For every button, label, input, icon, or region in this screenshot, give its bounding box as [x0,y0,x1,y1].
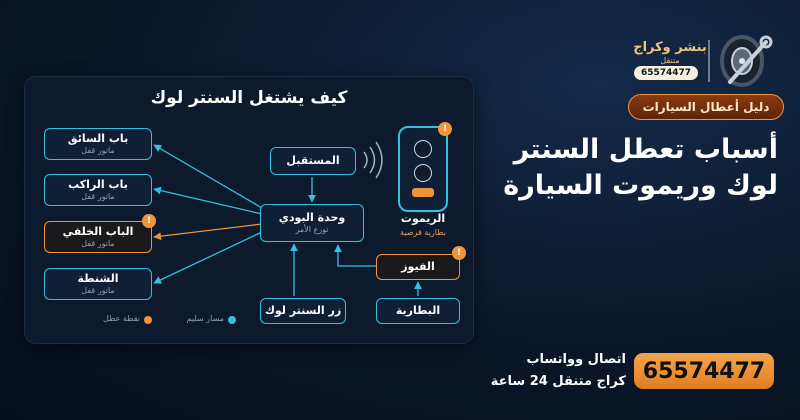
arrow-fuse-to-body [334,244,376,267]
signal-wave-1 [363,151,368,169]
node-passenger-door-sub: ماتور قفل [81,191,115,201]
remote-button-icon [414,164,432,182]
node-trunk: الشنطة ماتور قفل [44,268,152,300]
node-body-unit-label: وحدة البودي [278,211,346,225]
legend-ok-dot [228,316,236,324]
node-trunk-label: الشنطة [77,272,119,286]
signal-wave-2 [369,146,376,174]
node-trunk-sub: ماتور قفل [81,285,115,295]
remote-sub: بطارية قرصية [400,228,446,237]
node-rear-door-sub: ماتور قفل [81,238,115,248]
remote-label: الريموت [400,212,446,225]
node-rear-door-label: الباب الخلفي [62,225,134,239]
remote-battery-slot [412,188,434,197]
diagram-title: كيف يشتغل السنتر لوك [150,88,348,108]
node-center-lock-button: زر السنتر لوك [260,298,346,324]
node-body-unit-sub: توزع الأمر [295,224,329,234]
fault-badge-rear-door: ! [142,214,156,228]
tire-wrench-icon [720,35,773,87]
node-battery-label: البطارية [395,304,441,318]
node-battery: البطارية [376,298,460,324]
fault-badge-remote: ! [438,122,452,136]
node-body-unit: وحدة البودي توزع الأمر [260,204,364,242]
legend-ok-label: مسار سليم [186,314,224,323]
arrow-body-to-trunk [153,231,263,284]
node-passenger-door: باب الراكب ماتور قفل [44,174,152,206]
node-driver-door-label: باب السائق [67,132,129,146]
node-driver-door-sub: ماتور قفل [81,145,115,155]
node-fuse: الفيوز [376,254,460,280]
legend-fault-label: نقطة عطل [102,314,140,323]
legend-fault-dot [144,316,152,324]
brand-name: بنشر وكراج [633,40,707,55]
arrow-body-to-passenger [153,186,263,215]
brand-tagline: متنقل [660,56,680,65]
node-receiver: المستقبل [270,147,356,175]
arrow-body-to-driver [153,144,263,209]
signal-wave-3 [375,141,383,179]
node-button-label: زر السنتر لوك [264,304,342,318]
arrow-body-to-rear [153,223,263,241]
brand-phone: 65574477 [634,66,698,80]
remote-button-icon [414,140,432,158]
guide-pill: دليل أعطال السيارات [628,94,784,120]
node-passenger-door-label: باب الراكب [68,178,128,192]
call-phone-button[interactable]: 65574477 [634,353,774,389]
node-receiver-label: المستقبل [286,154,340,168]
node-rear-door: الباب الخلفي ماتور قفل [44,221,152,253]
contact-line-1: اتصال وواتساب [526,352,626,367]
headline-line-2: لوك وريموت السيارة [503,170,778,201]
node-driver-door: باب السائق ماتور قفل [44,128,152,160]
node-fuse-label: الفيوز [401,260,435,274]
contact-line-2: كراج متنقل 24 ساعة [490,374,626,389]
fault-badge-fuse: ! [452,246,466,260]
headline-line-1: أسباب تعطل السنتر [513,134,778,165]
logo-divider [708,40,710,82]
